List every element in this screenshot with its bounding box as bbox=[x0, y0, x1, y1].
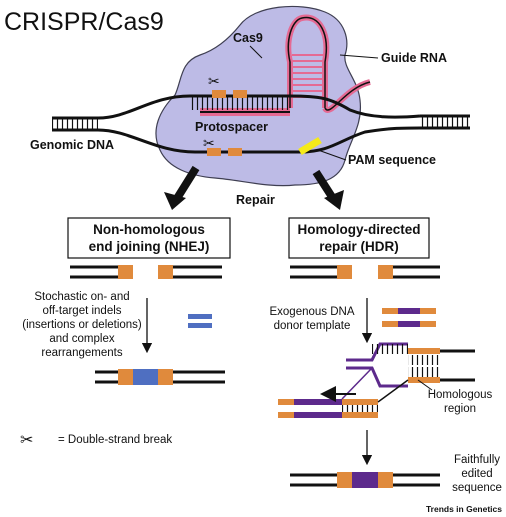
pam-sequence-label: PAM sequence bbox=[348, 153, 436, 167]
indel-bar bbox=[188, 323, 212, 328]
hdr-title-line1: Homology-directed bbox=[297, 222, 420, 237]
nhej-desc-4: and complex bbox=[49, 333, 114, 345]
hdr-result-line1: Faithfully bbox=[454, 454, 500, 466]
nhej-desc-3: (insertions or deletions) bbox=[22, 319, 142, 331]
nhej-title-line1: Non-homologous bbox=[93, 222, 205, 237]
genomic-dna bbox=[52, 90, 470, 156]
hdr-title-line2: repair (HDR) bbox=[319, 239, 399, 254]
legend-text: = Double-strand break bbox=[58, 434, 172, 446]
nhej-desc-2: off-target indels bbox=[42, 305, 121, 317]
guide-rna-label: Guide RNA bbox=[381, 51, 447, 65]
cas9-label: Cas9 bbox=[233, 31, 263, 45]
indel-bar bbox=[188, 314, 212, 319]
donor-template bbox=[382, 308, 436, 327]
hdr-result-dna bbox=[290, 472, 440, 488]
nhej-result-dna bbox=[95, 369, 225, 385]
hdr-result-line2: edited bbox=[461, 468, 492, 480]
hdr-strand-invasion bbox=[278, 342, 475, 418]
scissors-icon: ✂ bbox=[203, 135, 215, 151]
nhej-title-line2: end joining (NHEJ) bbox=[89, 239, 210, 254]
homologous-label-line1: Homologous bbox=[428, 389, 493, 401]
hdr-donor-line1: Exogenous DNA bbox=[269, 306, 354, 318]
hdr-box bbox=[288, 217, 430, 259]
hdr-result-line3: sequence bbox=[452, 482, 502, 494]
nhej-box bbox=[67, 217, 231, 259]
nhej-desc-1: Stochastic on- and bbox=[34, 291, 129, 303]
scissors-icon: ✂ bbox=[208, 73, 220, 89]
protospacer-label: Protospacer bbox=[195, 120, 268, 134]
nhej-desc-5: rearrangements bbox=[41, 347, 122, 359]
repair-label: Repair bbox=[236, 193, 275, 207]
hdr-broken-dna bbox=[290, 265, 440, 279]
diagram-title: CRISPR/Cas9 bbox=[4, 8, 164, 36]
hdr-donor-line2: donor template bbox=[274, 320, 351, 332]
legend-scissors-icon: ✂ bbox=[20, 432, 33, 449]
guide-rna bbox=[200, 14, 371, 116]
genomic-dna-label: Genomic DNA bbox=[30, 138, 114, 152]
arrow-to-nhej bbox=[172, 165, 200, 203]
nhej-broken-dna bbox=[70, 265, 222, 279]
journal-footer: Trends in Genetics bbox=[426, 504, 502, 514]
homologous-label-line2: region bbox=[444, 403, 476, 415]
